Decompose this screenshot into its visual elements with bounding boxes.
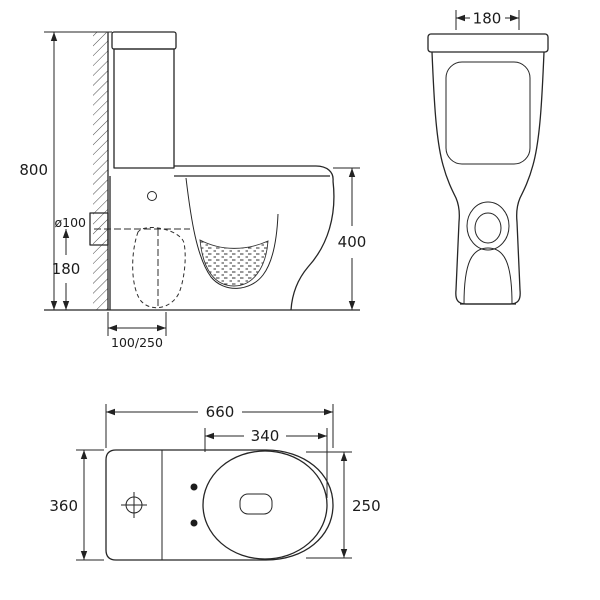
dim-label-setout: 100/250 [111, 335, 163, 350]
bowl-front-outline [290, 180, 335, 311]
front-view: 180 [427, 10, 549, 305]
dimension-setout: 100/250 [107, 312, 167, 350]
cistern-lid-front [427, 33, 549, 53]
cistern-body-side [113, 48, 175, 169]
wall-hatch [93, 32, 108, 310]
dim-label-180-side: 180 [52, 260, 81, 278]
dimension-overall-length: 660 [105, 403, 334, 448]
trap-ring-outer [466, 201, 510, 251]
dimension-seat-length: 340 [204, 427, 328, 498]
dim-label-outlet-diameter: ø100 [54, 215, 86, 230]
dim-label-180-front: 180 [473, 10, 502, 28]
dim-label-660: 660 [206, 403, 235, 421]
seat-hinge-bolt-bottom [190, 519, 198, 527]
dim-label-800: 800 [19, 161, 48, 179]
seat-lid-top-line [174, 165, 334, 182]
fixing-bolt-hole [147, 191, 157, 201]
dimension-overall-height: 800 [19, 31, 112, 310]
plan-outline [105, 449, 334, 561]
tank-front-panel [445, 61, 531, 165]
dim-label-250: 250 [352, 497, 381, 515]
dimension-rim-height: 400 [333, 167, 367, 310]
dimension-seat-width: 250 [306, 451, 381, 559]
outlet-pipe [89, 212, 109, 246]
dim-label-340: 340 [251, 427, 280, 445]
dimension-outlet-height: 180 [52, 229, 81, 310]
water-area [199, 239, 269, 287]
seat-outline [202, 450, 328, 560]
pedestal-arch [463, 247, 513, 305]
dimension-overall-width: 360 [49, 449, 104, 561]
dimension-cistern-top-width: 180 [455, 10, 520, 30]
trap-ring-inner [474, 212, 502, 244]
dim-label-400: 400 [338, 233, 367, 251]
plan-view: 660 340 360 250 [49, 403, 381, 561]
seat-hinge-bolt-top [190, 483, 198, 491]
front-silhouette [431, 51, 545, 305]
water-inlet-mark [121, 492, 147, 518]
flush-opening-mark [239, 493, 273, 515]
side-view: 800 ø100 180 100/250 400 [19, 31, 367, 350]
bowl-inner-line [185, 177, 279, 289]
trap-dashed-outline [132, 227, 186, 309]
cistern-lid-side [111, 31, 177, 50]
dim-label-360: 360 [49, 497, 78, 515]
